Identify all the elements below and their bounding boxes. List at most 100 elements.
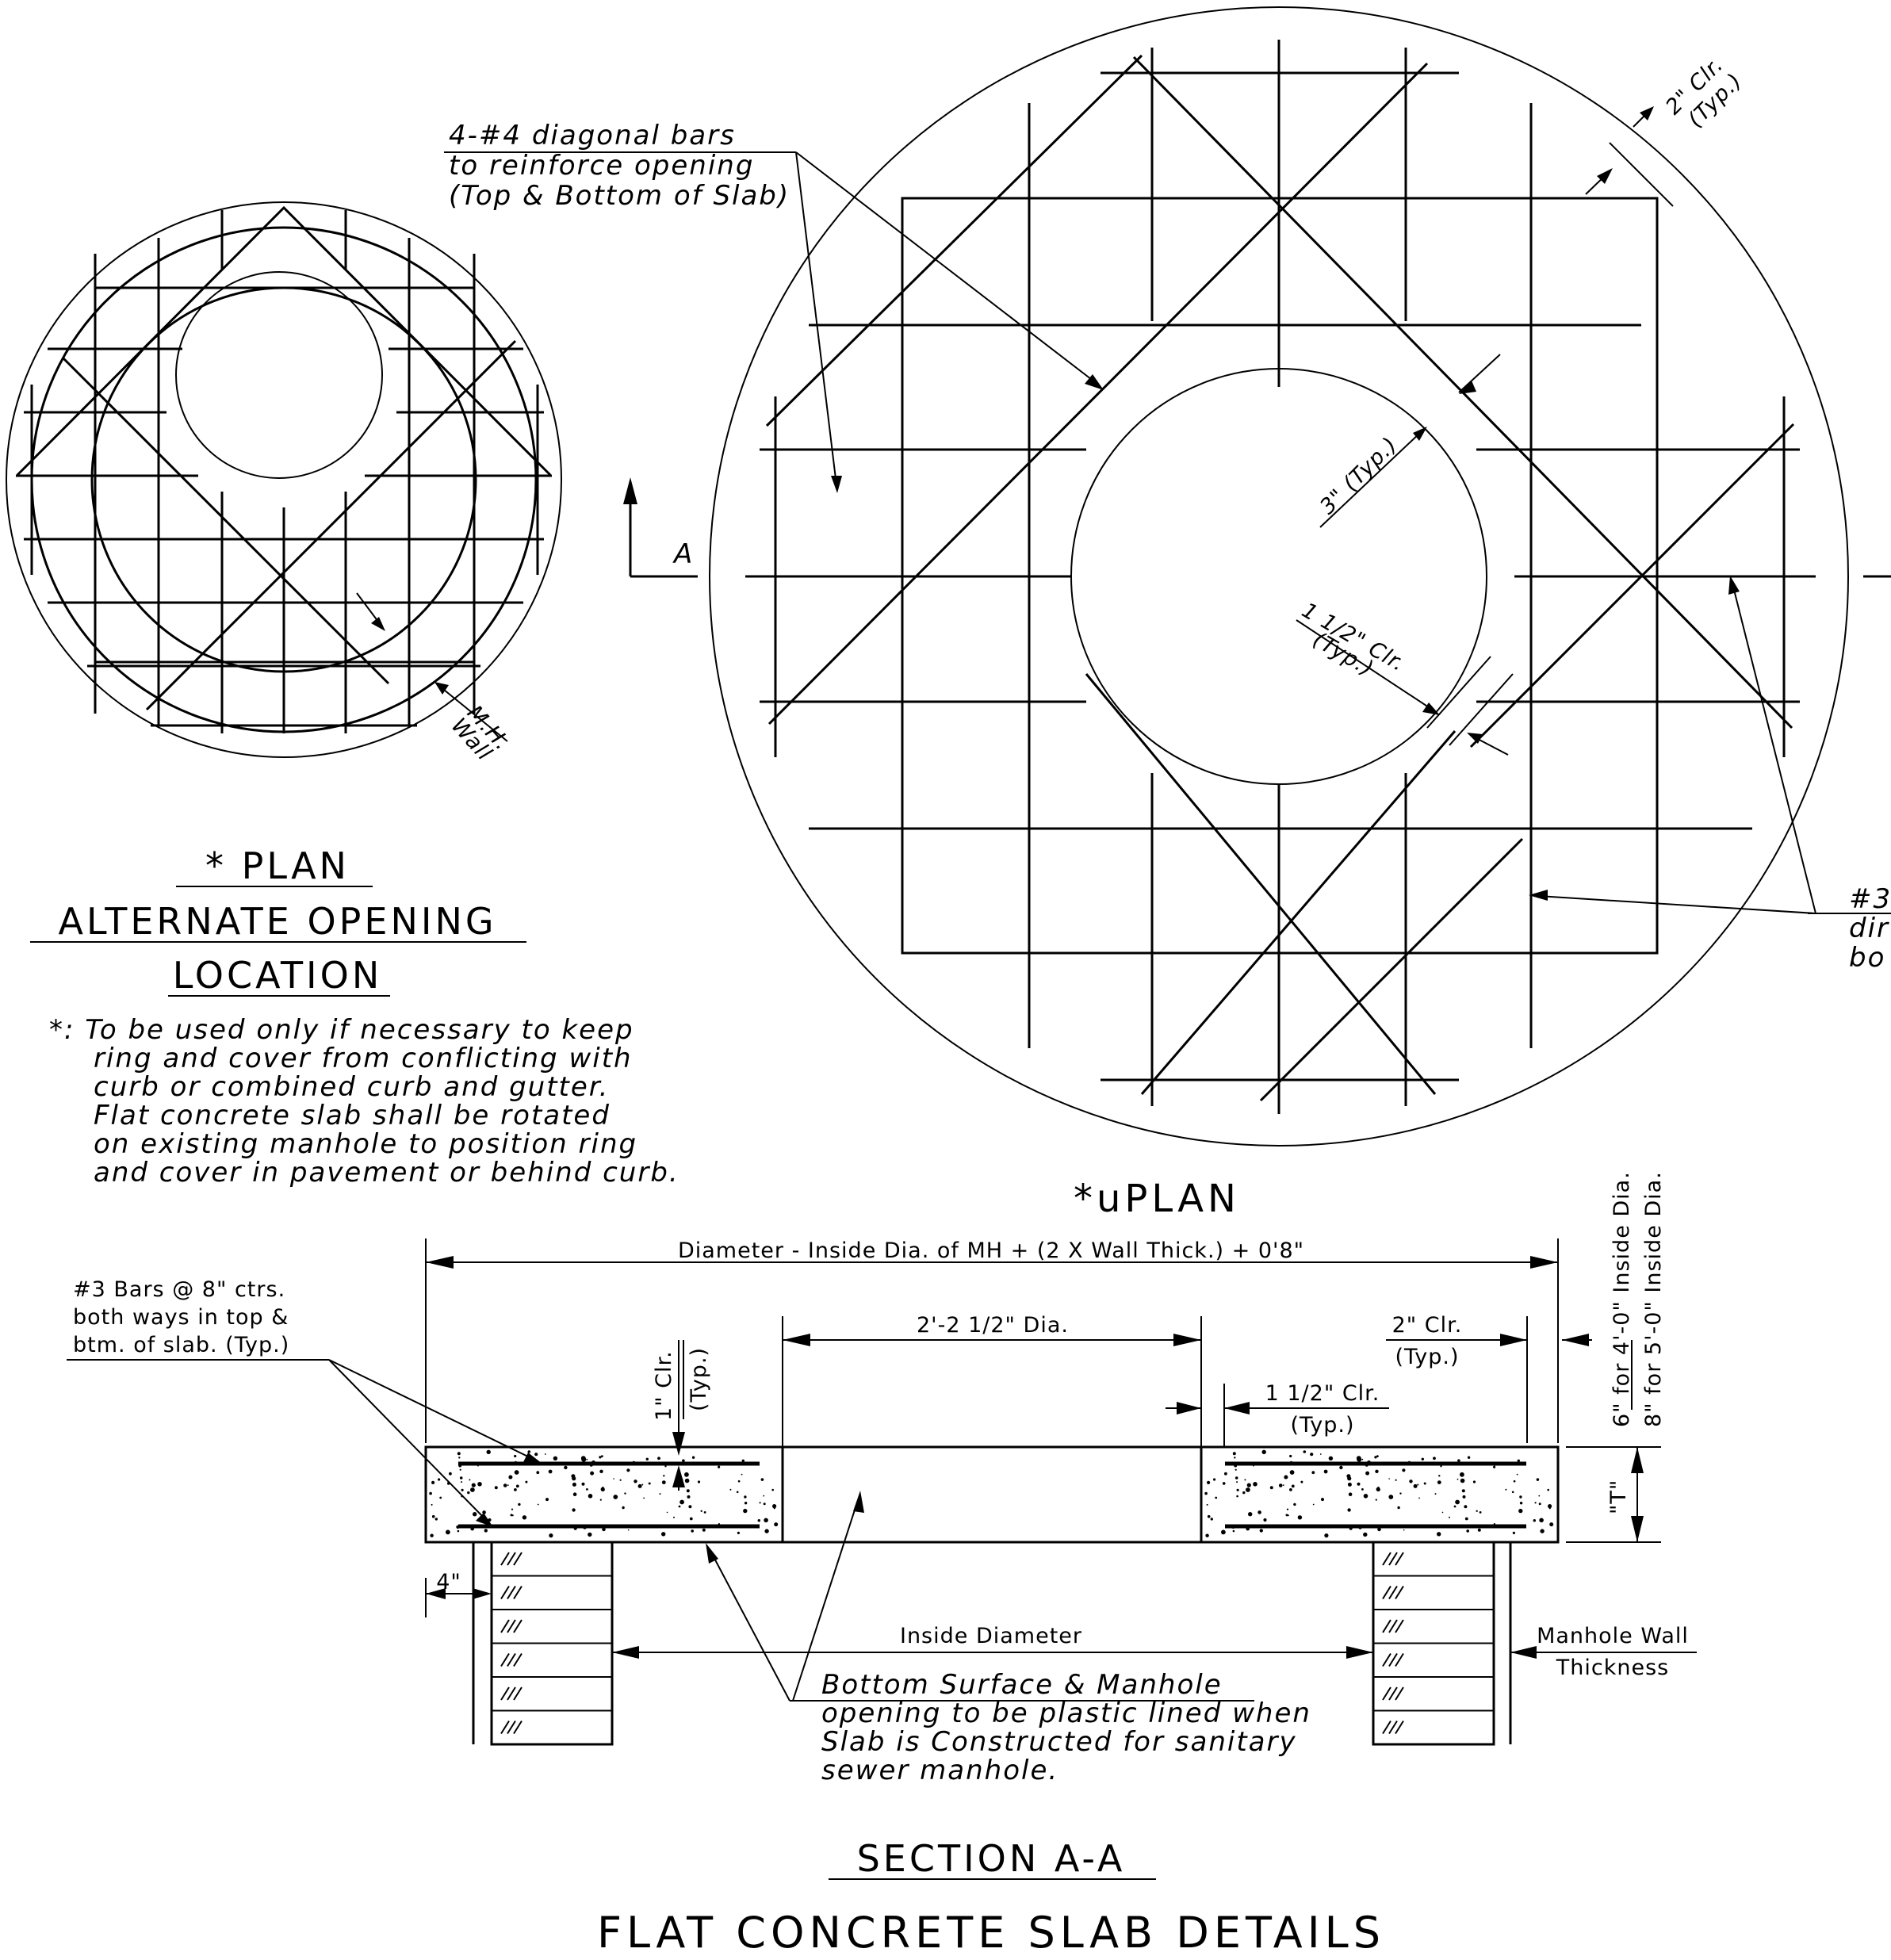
concrete-speckle <box>1235 1476 1238 1480</box>
concrete-speckle <box>482 1510 486 1514</box>
thickness-note-1: 6" for 4'-0" Inside Dia. <box>1610 1171 1634 1427</box>
concrete-speckle <box>1423 1482 1426 1485</box>
concrete-speckle <box>1441 1511 1444 1514</box>
alt-plan-subtitle-1: ALTERNATE OPENING <box>58 900 496 943</box>
concrete-speckle <box>1324 1533 1329 1538</box>
concrete-speckle <box>1328 1456 1334 1461</box>
liner-note-3: Slab is Constructed for sanitary <box>821 1726 1297 1758</box>
liner-note-2: opening to be plastic lined when <box>821 1698 1311 1729</box>
brick-hatch <box>507 1619 516 1633</box>
concrete-speckle <box>1207 1514 1211 1518</box>
concrete-speckle <box>1263 1518 1267 1522</box>
concrete-speckle <box>634 1480 637 1483</box>
inside-dia-text: Inside Diameter <box>900 1624 1082 1648</box>
note-line-1: *: To be used only if necessary to keep <box>49 1014 634 1046</box>
concrete-speckle <box>1222 1482 1226 1485</box>
concrete-speckle <box>1361 1458 1364 1460</box>
brick-hatch <box>1382 1552 1391 1566</box>
concrete-speckle <box>1363 1494 1368 1499</box>
concrete-speckle <box>689 1517 693 1521</box>
concrete-speckle <box>588 1532 592 1537</box>
alt-plan-title: * PLAN <box>205 844 350 887</box>
brick-hatch <box>1388 1720 1398 1735</box>
concrete-speckle <box>1437 1480 1441 1484</box>
arrowhead <box>426 1588 446 1599</box>
concrete-speckle <box>515 1484 519 1488</box>
dim-3in-ext <box>1458 354 1501 393</box>
concrete-speckle <box>459 1476 463 1480</box>
section-a-a: Diameter - Inside Dia. of MH + (2 X Wall… <box>67 1171 1697 1786</box>
concrete-speckle <box>1409 1480 1413 1483</box>
concrete-speckle <box>1236 1488 1239 1491</box>
brick-hatch <box>1382 1585 1391 1600</box>
arrowhead <box>831 476 842 493</box>
concrete-speckle <box>718 1465 721 1468</box>
concrete-speckle <box>1248 1512 1253 1517</box>
concrete-speckle <box>1457 1478 1459 1480</box>
concrete-speckle <box>1513 1480 1516 1483</box>
concrete-speckle <box>613 1495 618 1499</box>
brick-hatch <box>513 1619 523 1633</box>
brick-hatch <box>1388 1619 1398 1633</box>
sheet-title: FLAT CONCRETE SLAB DETAILS <box>597 1908 1385 1958</box>
clr-ext-line <box>1609 142 1674 207</box>
concrete-speckle <box>743 1508 748 1514</box>
concrete-speckle <box>1221 1529 1226 1535</box>
concrete-speckle <box>1348 1492 1353 1496</box>
main-plan-title: *uPLAN <box>1074 1177 1240 1221</box>
concrete-speckle <box>626 1468 630 1472</box>
concrete-speckle <box>1434 1493 1437 1495</box>
brick-hatch <box>513 1585 523 1600</box>
concrete-speckle <box>572 1476 576 1481</box>
concrete-speckle <box>1312 1503 1315 1506</box>
concrete-speckle <box>503 1483 507 1487</box>
concrete-speckle <box>1232 1529 1235 1533</box>
concrete-speckle <box>1533 1519 1537 1522</box>
brick-hatch <box>500 1652 510 1667</box>
arrowhead <box>426 1256 454 1269</box>
clr-1-5-dim <box>1474 737 1509 756</box>
brick-hatch <box>507 1720 516 1735</box>
concrete-speckle <box>1319 1453 1322 1455</box>
concrete-speckle <box>518 1503 521 1506</box>
diagonal-bar <box>765 54 1143 427</box>
concrete-speckle <box>461 1488 464 1491</box>
opening-dim-text: 2'-2 1/2" Dia. <box>917 1313 1069 1338</box>
concrete-speckle <box>1517 1459 1521 1463</box>
note-line-4: Flat concrete slab shall be rotated <box>94 1100 611 1131</box>
arrowhead <box>1085 374 1104 390</box>
concrete-speckle <box>764 1529 769 1533</box>
concrete-speckle <box>1259 1529 1264 1533</box>
concrete-speckle <box>1213 1478 1216 1481</box>
brick-hatch <box>1388 1585 1398 1600</box>
concrete-speckle <box>511 1508 514 1510</box>
arrowhead <box>1597 168 1613 184</box>
concrete-speckle <box>737 1480 741 1483</box>
concrete-speckle <box>1323 1469 1328 1474</box>
concrete-speckle <box>430 1533 434 1537</box>
dim-4in-text: 4" <box>436 1570 461 1594</box>
concrete-speckle <box>1204 1491 1208 1495</box>
brick-hatch <box>500 1585 510 1600</box>
concrete-speckle <box>1310 1453 1314 1457</box>
concrete-speckle <box>1282 1484 1284 1486</box>
concrete-speckle <box>544 1453 546 1455</box>
clr-1in-typ: (Typ.) <box>687 1347 711 1411</box>
brick-hatch <box>513 1652 523 1667</box>
brick-hatch <box>507 1686 516 1701</box>
concrete-speckle <box>691 1529 694 1533</box>
concrete-speckle <box>729 1488 732 1491</box>
brick-hatch <box>1382 1652 1391 1667</box>
concrete-speckle <box>684 1478 690 1483</box>
concrete-speckle <box>457 1529 460 1533</box>
arrowhead <box>1562 1334 1589 1346</box>
concrete-speckle <box>1511 1491 1514 1494</box>
concrete-speckle <box>527 1450 531 1453</box>
diagonal-bar <box>768 62 1429 725</box>
concrete-speckle <box>458 1457 461 1459</box>
diagonal-bar <box>1469 423 1795 748</box>
arrowhead <box>1177 1402 1201 1414</box>
concrete-speckle <box>590 1471 595 1476</box>
concrete-speckle <box>1291 1484 1295 1488</box>
diagonal-bars-top <box>16 205 552 477</box>
